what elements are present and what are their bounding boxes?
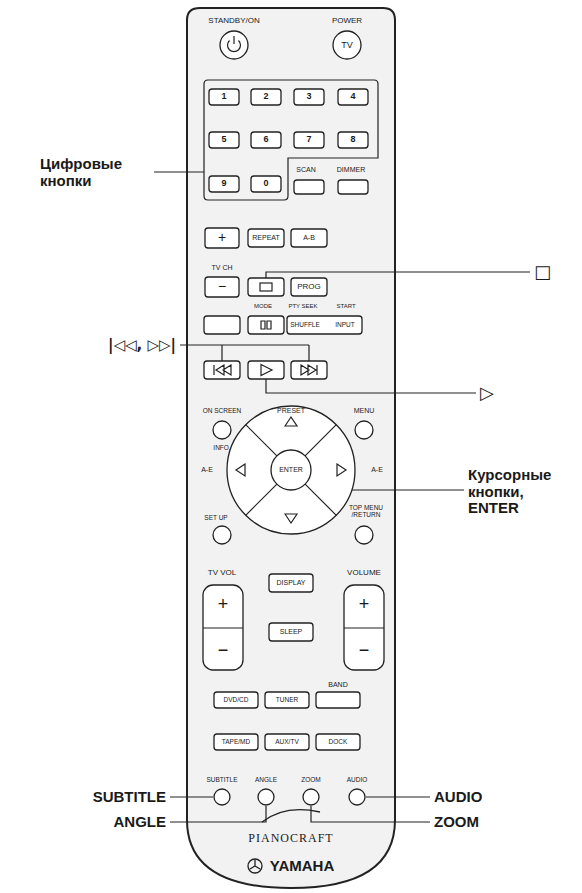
callout-label: |◁◁, ▷▷| (108, 337, 176, 354)
button-label: DOCK (329, 738, 348, 745)
digit-key: 7 (306, 135, 311, 145)
button-label: VOLUME (347, 569, 381, 578)
digit-key: 1 (221, 92, 226, 102)
callout-label: □ (534, 262, 551, 282)
button-label: − (359, 641, 370, 661)
button-label: TOP MENU /RETURN (347, 504, 385, 518)
button-label: SCAN (296, 166, 315, 174)
callout-label: ANGLE (114, 814, 167, 831)
remote-body (187, 8, 395, 888)
digit-key: 8 (350, 135, 355, 145)
button-label: PRESET (277, 407, 305, 415)
button-label: DVD/CD (224, 696, 249, 703)
digit-key: 3 (306, 92, 311, 102)
button-label: MENU (354, 407, 375, 415)
buttons (203, 31, 384, 805)
button-label: SUBTITLE (206, 776, 237, 783)
button-label: − (218, 641, 229, 661)
brand-logo: YAMAHA (270, 858, 334, 875)
callout-label: ZOOM (434, 814, 479, 831)
button-label: TV VOL (208, 569, 236, 578)
button-label: ENTER (279, 466, 303, 474)
button-label: SET UP (204, 514, 227, 521)
callout-label: Курсорные кнопки, ENTER (468, 467, 573, 517)
button-label: START (336, 303, 355, 310)
button-label: BAND (328, 681, 347, 689)
callout-label: SUBTITLE (93, 789, 166, 806)
callout-label: Цифровые кнопки (40, 156, 152, 189)
button-label: REPEAT (252, 234, 280, 242)
button-label: AUDIO (347, 776, 368, 783)
digit-key: 6 (263, 135, 268, 145)
button-label: ON SCREEN (203, 407, 242, 414)
button-label: SHUFFLE (290, 321, 320, 328)
button-label: ANGLE (255, 776, 277, 783)
button-label: ZOOM (301, 776, 321, 783)
digit-key: 5 (221, 135, 226, 145)
button-label: MODE (254, 303, 272, 310)
button-label: DISPLAY (276, 579, 305, 587)
digit-key: 2 (263, 92, 268, 102)
digit-key: 9 (221, 179, 226, 189)
button-label: INPUT (335, 321, 355, 328)
button-label: A-B (303, 234, 315, 242)
button-label: TUNER (276, 696, 298, 703)
button-label: INFO. (213, 444, 230, 451)
button-label: TV CH (212, 264, 233, 272)
button-label: POWER (332, 17, 362, 26)
button-icons (203, 36, 384, 628)
digit-key: 0 (263, 179, 268, 189)
button-label: DIMMER (337, 166, 365, 174)
button-label: A-E (201, 466, 213, 474)
button-label: TAPE/MD (222, 738, 250, 745)
button-label: − (218, 279, 226, 294)
button-label: PTY SEEK (288, 303, 317, 310)
button-label: A-E (371, 466, 383, 474)
callout-label: ▷ (480, 383, 494, 403)
button-label: + (359, 595, 370, 615)
button-label: + (218, 230, 226, 245)
digit-key: 4 (350, 92, 355, 102)
brand-name: PIANOCRAFT (248, 832, 333, 845)
button-label: PROG (297, 283, 321, 292)
button-label: + (218, 595, 229, 615)
button-label: AUX/TV (275, 738, 298, 745)
button-label: STANDBY/ON (208, 17, 259, 26)
callout-label: AUDIO (434, 789, 482, 806)
leader-lines (154, 80, 530, 822)
button-label: TV (341, 41, 353, 51)
button-label: SLEEP (280, 628, 303, 636)
